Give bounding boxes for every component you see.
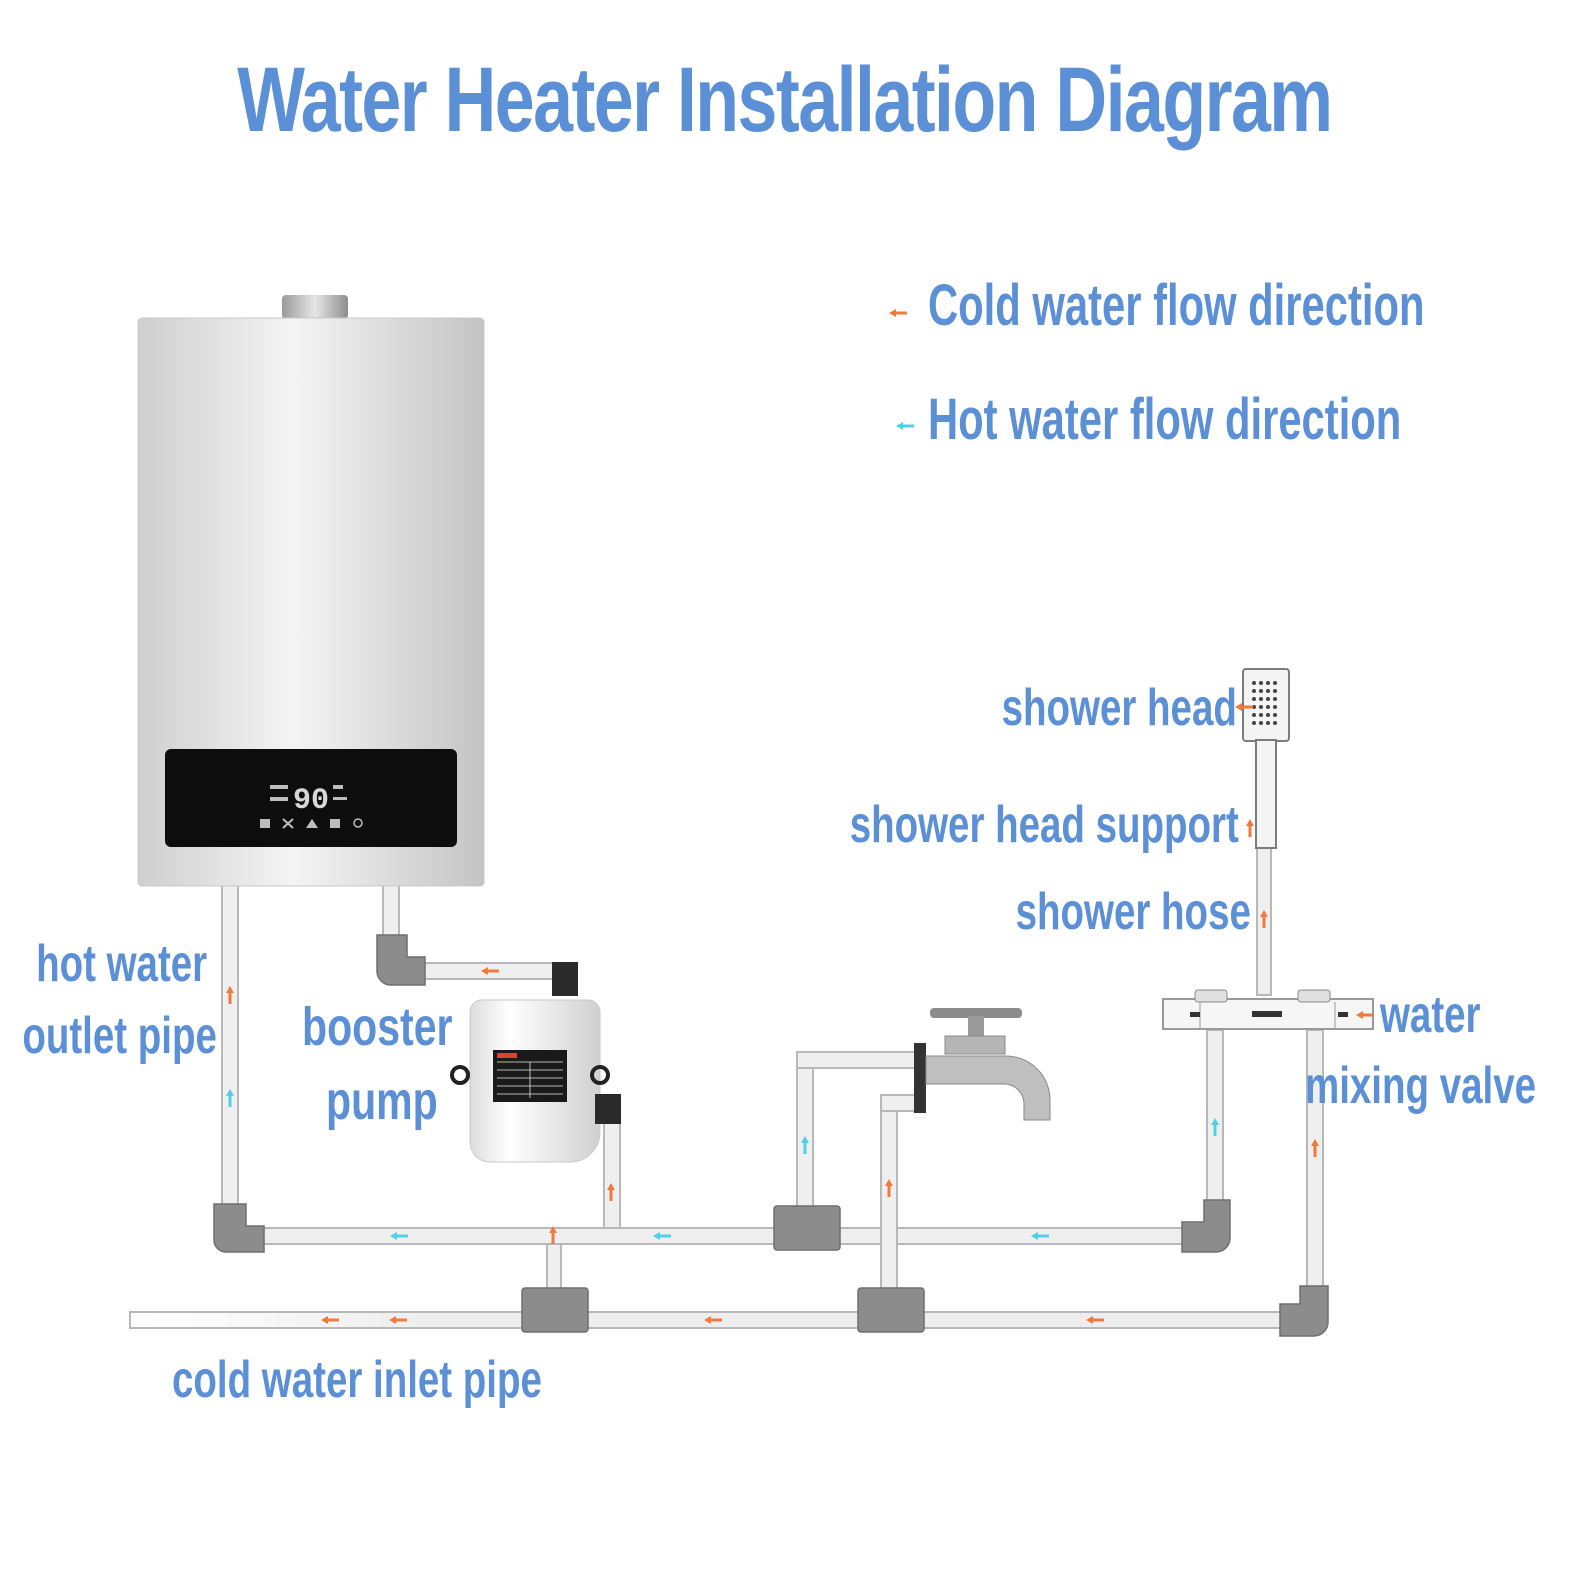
tee-cold-pump: [521, 1287, 589, 1333]
cold-flow-arrow-icon: [321, 1316, 339, 1324]
cold-flow-arrow-icon: [607, 1183, 615, 1201]
elbow-hot-outlet: [213, 1203, 265, 1253]
cold-flow-arrow-icon: [1086, 1316, 1104, 1324]
cold-flow-arrows: [226, 309, 1374, 1324]
cold-flow-arrow-icon: [226, 986, 234, 1004]
mixing-valve-icon: [1162, 989, 1374, 1030]
legend-hot-arrow-icon: [896, 422, 914, 430]
faucet-icon: [914, 1008, 1051, 1121]
label-booster-line2: pump: [326, 1071, 438, 1131]
cold-flow-arrow-icon: [1311, 1139, 1319, 1157]
cold-flow-arrow-icon: [1235, 703, 1253, 711]
hot-flow-arrow-icon: [390, 1232, 408, 1240]
hot-flow-arrow-icon: [801, 1136, 809, 1154]
legend-cold-text: Cold water flow direction: [928, 273, 1425, 338]
label-mixing-valve-line1: water: [1380, 986, 1481, 1044]
hot-flow-arrow-icon: [1031, 1232, 1049, 1240]
elbow-cold-mixer: [1279, 1285, 1329, 1337]
cold-flow-arrow-icon: [885, 1179, 893, 1197]
label-cold-inlet: cold water inlet pipe: [172, 1351, 542, 1409]
cold-flow-arrow-icon: [1246, 819, 1254, 837]
heater-display-readout: 90: [293, 784, 329, 818]
page-title: Water Heater Installation Diagram: [237, 49, 1333, 151]
elbow-heater-inlet: [376, 934, 426, 986]
tee-cold-faucet: [857, 1287, 925, 1333]
tee-hot-faucet: [773, 1205, 841, 1251]
cold-flow-arrow-icon: [481, 967, 499, 975]
cold-faucet-pipe-h: [880, 1094, 920, 1112]
cold-flow-arrow-icon: [389, 1316, 407, 1324]
booster-pump-icon: [450, 962, 621, 1163]
hot-outlet-pipe: [221, 884, 239, 1216]
legend-cold-arrow-icon: [889, 309, 907, 317]
hot-flow-arrow-icon: [1211, 1118, 1219, 1136]
heater-control-panel: [165, 749, 457, 847]
label-hot-outlet-line1: hot water: [35, 935, 207, 993]
heater-buttons: [260, 785, 363, 829]
label-hot-outlet-line2: outlet pipe: [22, 1007, 217, 1065]
hot-flow-arrows: [226, 422, 1219, 1240]
cold-flow-arrow-icon: [549, 1226, 557, 1244]
hot-flow-arrow-icon: [653, 1232, 671, 1240]
cold-flow-arrow-icon: [1260, 910, 1268, 928]
hot-main-pipe: [237, 1227, 1214, 1245]
pipe-fittings: [213, 934, 1329, 1337]
cold-flow-arrow-icon: [704, 1316, 722, 1324]
label-shower-hose: shower hose: [1015, 883, 1251, 941]
label-shower-head: shower head: [1001, 679, 1237, 737]
legend-hot-text: Hot water flow direction: [928, 387, 1402, 452]
hot-flow-arrow-icon: [226, 1089, 234, 1107]
label-mixing-valve-line2: mixing valve: [1305, 1057, 1536, 1115]
hot-faucet-pipe-h: [796, 1051, 920, 1069]
elbow-hot-mixer: [1181, 1199, 1231, 1253]
hot-faucet-pipe-v: [796, 1051, 814, 1213]
cold-flow-arrow-icon: [1356, 1011, 1374, 1019]
label-booster-line1: booster: [302, 997, 453, 1057]
water-heater-icon: 90: [137, 295, 485, 887]
pump-inlet-pipe: [603, 1119, 621, 1229]
label-shower-head-support: shower head support: [849, 796, 1239, 854]
